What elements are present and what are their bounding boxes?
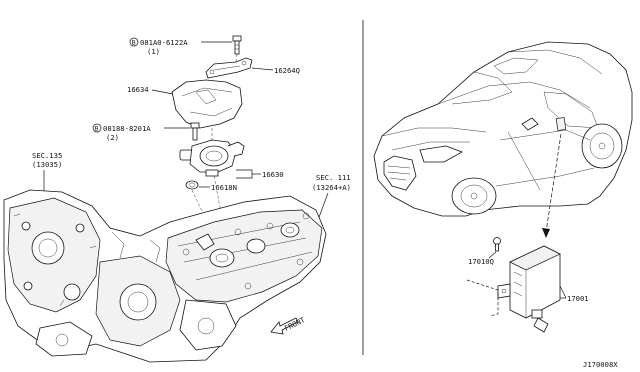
sec135-title: SEC.135	[32, 151, 62, 160]
engine-block	[3, 189, 327, 363]
fuel-pump	[179, 139, 245, 177]
bolt-upper-callout: B 081A0-6122A (1)	[129, 37, 232, 56]
bolt-upper-ref-circle	[129, 37, 139, 47]
bolt-lower-ref-circle	[92, 123, 102, 133]
bolt-upper	[232, 35, 242, 55]
sec111-code: (13264+A)	[312, 183, 351, 192]
pump-label: 16630	[262, 170, 284, 179]
bolt-lower-ref: B	[95, 125, 99, 133]
sec111-callout: SEC. 111 (13264+A)	[312, 173, 351, 221]
o-ring	[185, 180, 199, 190]
sec111-title: SEC. 111	[316, 173, 351, 182]
bolt-upper-ref: B	[132, 39, 136, 47]
cover-label: 16634	[127, 85, 149, 94]
bracket-label: 16264Q	[274, 66, 300, 75]
control-module	[497, 245, 561, 333]
screw	[493, 237, 501, 252]
module-label: 17001	[567, 294, 589, 303]
bolt-lower-quantity: (2)	[106, 133, 119, 142]
sec135-code: (13035)	[32, 160, 62, 169]
car-illustration	[373, 41, 633, 217]
bracket	[205, 57, 253, 79]
pump-cover	[171, 79, 243, 129]
leader-arrow	[542, 133, 562, 238]
bolt-lower-part-number: 08188-8201A	[103, 124, 151, 133]
bolt-upper-part-number: 081A0-6122A	[140, 38, 188, 47]
bolt-lower-callout: B 08188-8201A (2)	[92, 123, 190, 142]
screw-label: 17010Q	[468, 257, 494, 266]
front-arrow: FRONT	[270, 315, 307, 335]
oring-label: 16618N	[211, 183, 237, 192]
bolt-upper-quantity: (1)	[147, 47, 160, 56]
bolt-lower	[190, 122, 200, 141]
front-label: FRONT	[283, 315, 307, 333]
diagram-id: J170008X	[583, 360, 618, 369]
